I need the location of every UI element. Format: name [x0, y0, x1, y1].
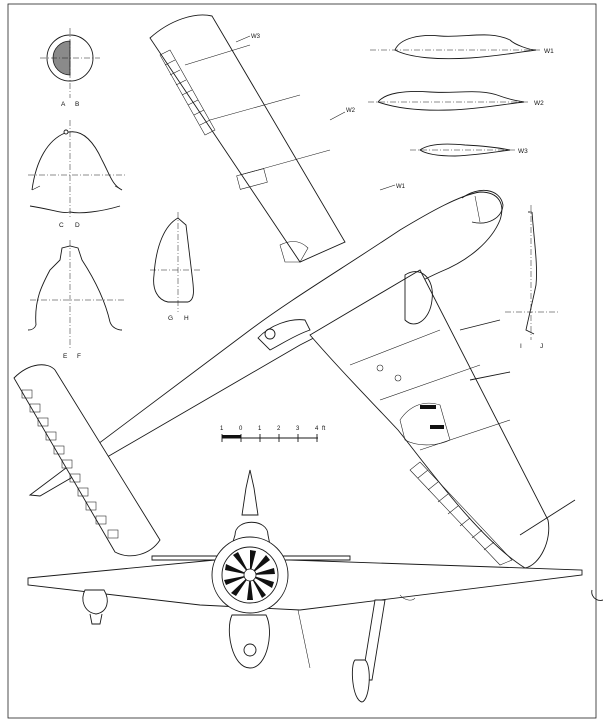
plan-label-w1: W1	[396, 184, 406, 190]
section-i-j: I J	[505, 205, 560, 350]
scale-tick-0: 0	[239, 426, 243, 432]
label-b: B	[75, 101, 79, 108]
scale-unit: ft	[322, 426, 326, 432]
scale-tick-4: 4	[315, 426, 319, 432]
scale-tick-2: 2	[277, 426, 281, 432]
section-e-f: E F	[27, 240, 125, 360]
plan-label-w3: W3	[251, 34, 261, 40]
airfoil-section-w3: W3	[410, 143, 528, 157]
label-a: A	[61, 101, 66, 108]
scale-tick-3: 3	[296, 426, 300, 432]
front-wing	[27, 559, 583, 611]
left-wing	[149, 14, 346, 263]
airfoil-section-w2: W2	[368, 91, 544, 111]
right-wing	[309, 269, 550, 569]
label-w2: W2	[534, 100, 544, 107]
scale-tick-1a: 1	[220, 426, 224, 432]
label-g: G	[168, 315, 173, 322]
airfoil-section-w1: W1	[370, 34, 554, 60]
label-e: E	[63, 353, 68, 360]
section-a-b: A B	[40, 28, 100, 108]
label-w1: W1	[544, 48, 554, 55]
belly-tank	[228, 614, 270, 669]
label-f: F	[77, 353, 81, 360]
scale-tick-1: 1	[258, 426, 262, 432]
label-d: D	[75, 222, 80, 229]
label-w3: W3	[518, 148, 528, 155]
plan-label-w2: W2	[346, 108, 356, 114]
section-g-h: G H	[150, 212, 200, 322]
label-i: I	[520, 343, 522, 350]
cooling-fan-blades	[224, 550, 275, 600]
label-j: J	[540, 343, 543, 350]
label-c: C	[59, 222, 64, 229]
label-h: H	[184, 315, 189, 322]
drawing-border	[7, 3, 597, 719]
section-c-d: C D	[28, 120, 125, 229]
plan-view: W1 W2 W3	[13, 14, 576, 569]
front-view	[27, 469, 603, 703]
stabilizer	[13, 364, 161, 557]
scale-bar: 1 0 1 2 3 4 ft	[220, 426, 326, 442]
